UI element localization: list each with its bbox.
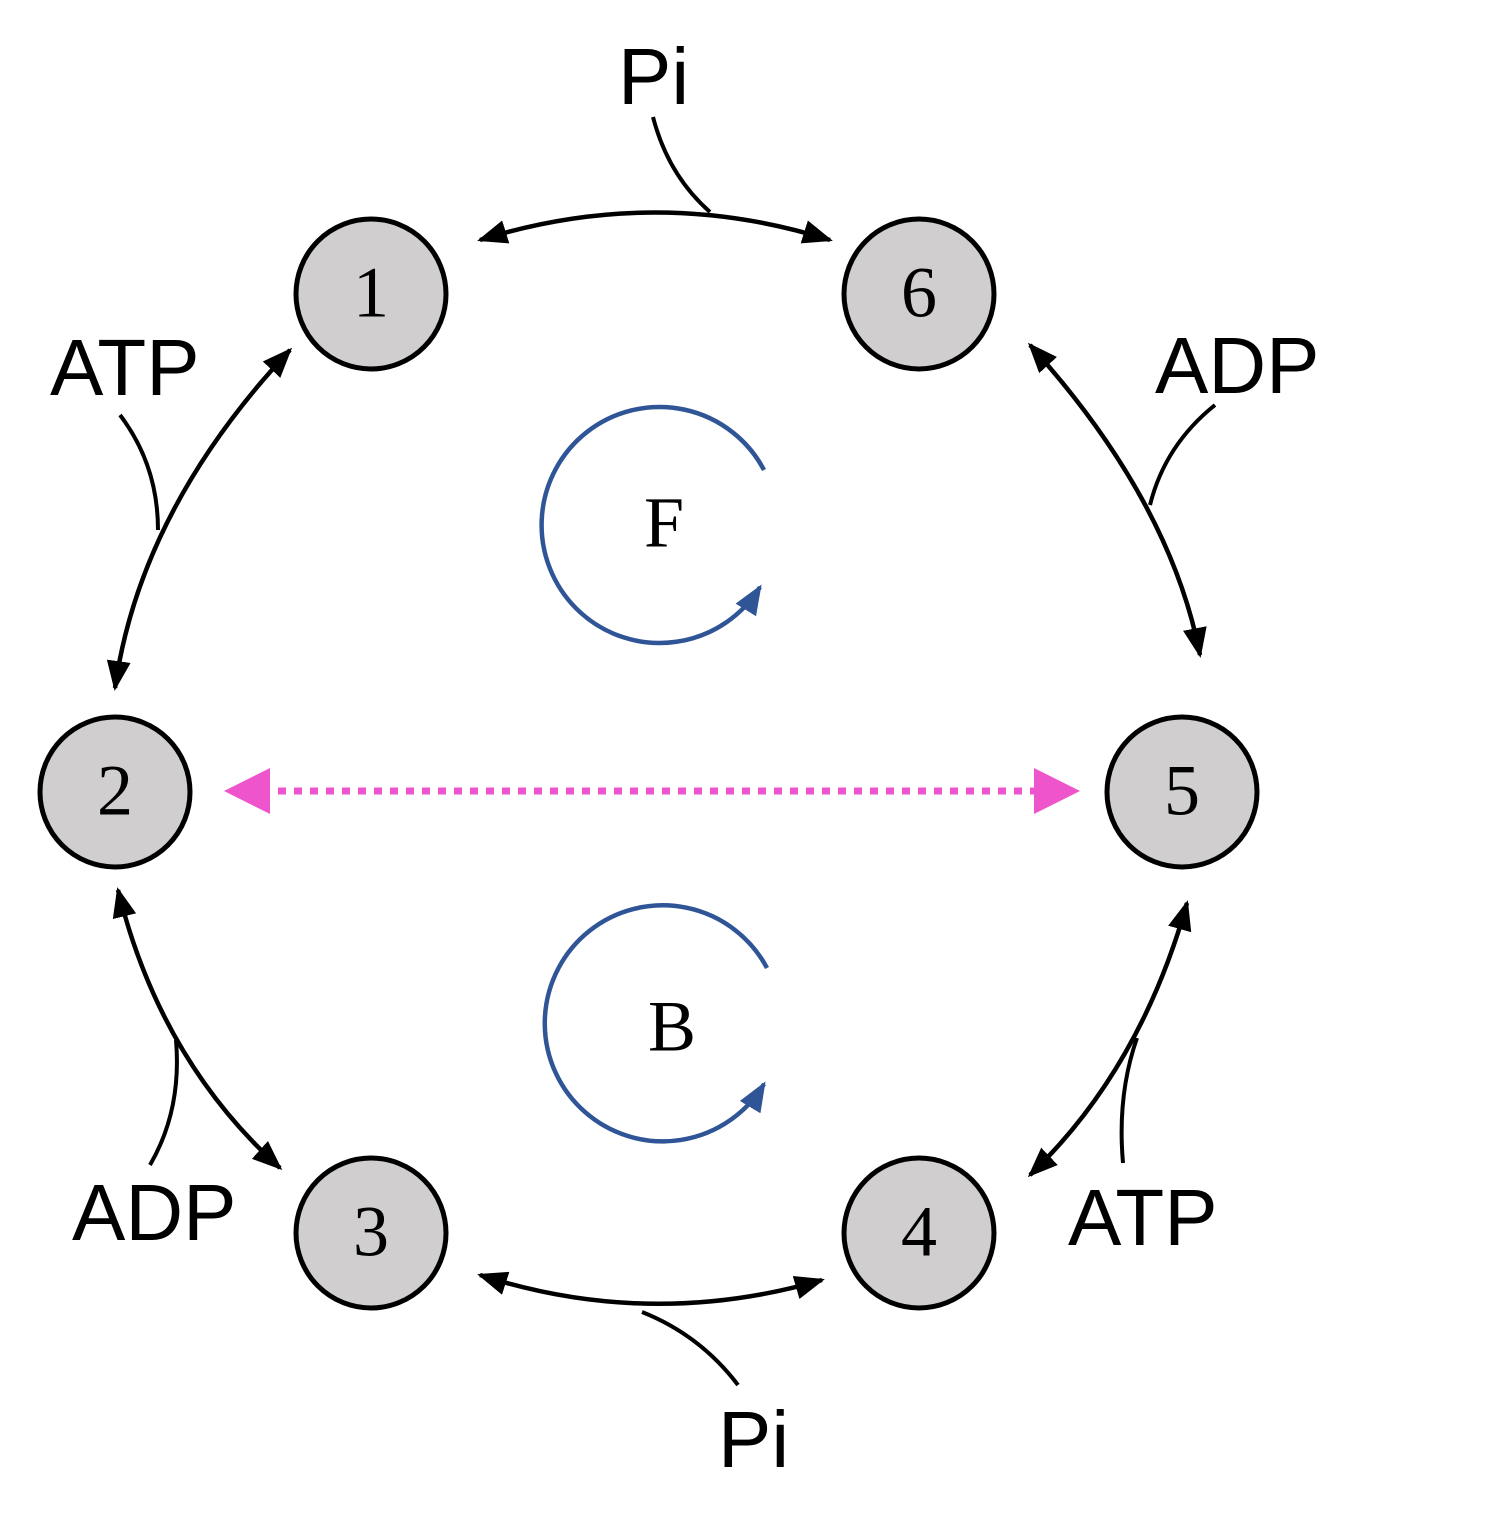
link-arrowhead-left-icon: [224, 768, 270, 814]
branch-atp-left: [118, 413, 160, 531]
arc-2-3: [112, 887, 283, 1171]
arc-1-2: [106, 347, 293, 691]
branch-pi-top: [651, 116, 712, 214]
branch-adp-right: [1148, 403, 1217, 506]
species-atp-right: ATP: [1068, 1173, 1218, 1262]
species-adp-right: ADP: [1155, 321, 1320, 410]
cycle-label-forward: F: [644, 483, 684, 563]
state-node-1: 1: [293, 216, 449, 372]
species-pi-top: Pi: [618, 32, 689, 121]
species-atp-left: ATP: [50, 323, 200, 412]
cycle-label-backward: B: [648, 987, 696, 1067]
arc-5-4: [1027, 900, 1192, 1178]
link-arrowhead-right-icon: [1034, 768, 1080, 814]
state-label-2: 2: [97, 751, 133, 831]
species-adp-left: ADP: [72, 1168, 237, 1257]
arc-6-5: [1027, 342, 1207, 658]
state-label-3: 3: [353, 1192, 389, 1272]
state-label-6: 6: [901, 253, 937, 333]
branch-atp-right: [1119, 1037, 1139, 1164]
cycle-arrow-backward-icon: [542, 903, 769, 1144]
state-node-3: 3: [293, 1155, 449, 1311]
branch-pi-bottom: [641, 1310, 740, 1387]
state-node-5: 5: [1104, 714, 1260, 870]
state-label-1: 1: [353, 253, 389, 333]
cycle-arrow-forward-icon: [539, 404, 766, 646]
state-node-4: 4: [841, 1155, 997, 1311]
state-label-5: 5: [1164, 751, 1200, 831]
state-label-4: 4: [901, 1192, 937, 1272]
branch-adp-left: [148, 1039, 179, 1167]
state-node-2: 2: [37, 714, 193, 870]
species-pi-bottom: Pi: [718, 1395, 789, 1484]
state-node-6: 6: [841, 216, 997, 372]
arc-3-4: [477, 1271, 825, 1307]
arc-1-6: [477, 210, 833, 244]
